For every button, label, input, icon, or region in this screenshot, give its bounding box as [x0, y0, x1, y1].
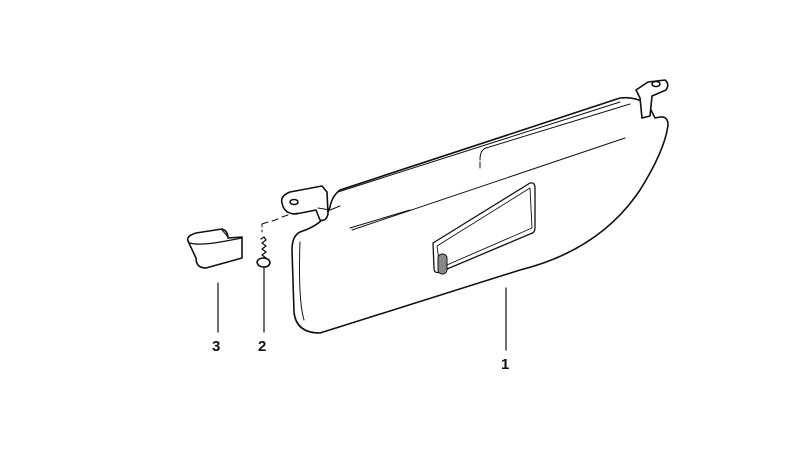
- callout-1: 1: [501, 356, 510, 373]
- screw: [256, 236, 271, 268]
- cover-cap: [186, 228, 243, 269]
- left-hinge: [280, 185, 341, 222]
- right-hinge: [635, 79, 669, 119]
- callout-2: 2: [258, 338, 267, 355]
- callout-3: 3: [212, 338, 221, 355]
- sun-visor: [291, 96, 669, 334]
